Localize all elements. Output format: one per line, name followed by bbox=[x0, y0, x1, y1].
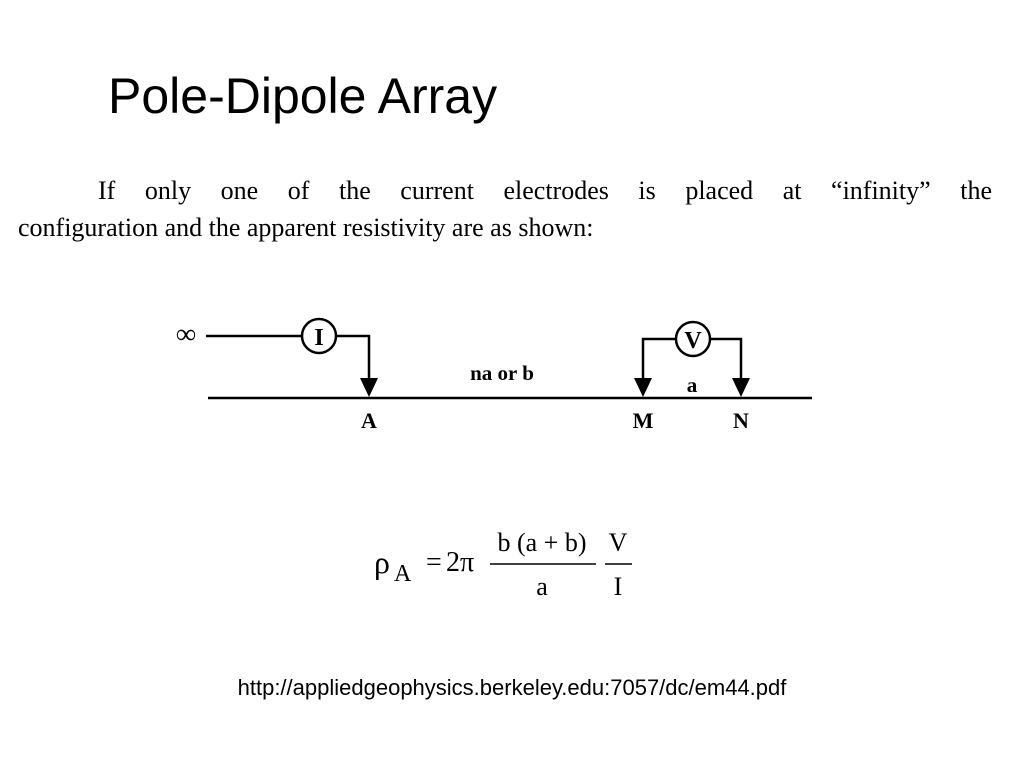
formula-subscript: A bbox=[394, 561, 412, 587]
intro-line-1: If only one of the current electrodes is… bbox=[98, 176, 992, 205]
formula-fraction1-denominator: a bbox=[536, 572, 548, 601]
current-wire-right bbox=[336, 334, 371, 382]
formula-equals: = bbox=[426, 547, 442, 578]
intro-line-2: configuration and the apparent resistivi… bbox=[18, 213, 594, 242]
pole-dipole-diagram: ∞ I V na or b a A M N bbox=[176, 317, 812, 433]
electrode-m-arrow bbox=[634, 378, 652, 397]
page-title: Pole-Dipole Array bbox=[108, 68, 498, 124]
electrode-n-label: N bbox=[733, 408, 749, 433]
formula-rho: ρ bbox=[374, 544, 390, 580]
current-meter-label: I bbox=[314, 325, 323, 351]
source-url: http://appliedgeophysics.berkeley.edu:70… bbox=[237, 675, 787, 700]
formula-fraction2-numerator: V bbox=[609, 528, 628, 557]
formula-fraction2-denominator: I bbox=[614, 572, 623, 601]
dipole-spacing-label: a bbox=[687, 373, 698, 397]
electrode-m-label: M bbox=[633, 408, 654, 433]
electrode-a-arrow bbox=[360, 378, 378, 397]
infinity-symbol: ∞ bbox=[176, 319, 196, 350]
apparent-resistivity-formula: ρ A = 2π b (a + b) a V I bbox=[374, 528, 632, 601]
voltage-wire-left bbox=[641, 337, 676, 382]
voltage-wire-right bbox=[710, 337, 743, 382]
electrode-a-label: A bbox=[361, 408, 377, 433]
formula-fraction1-numerator: b (a + b) bbox=[497, 528, 586, 557]
spacing-label: na or b bbox=[470, 361, 534, 385]
formula-coefficient: 2π bbox=[446, 547, 474, 578]
electrode-n-arrow bbox=[732, 378, 750, 397]
voltage-meter-label: V bbox=[684, 328, 702, 354]
intro-paragraph: If only one of the current electrodes is… bbox=[18, 172, 992, 246]
